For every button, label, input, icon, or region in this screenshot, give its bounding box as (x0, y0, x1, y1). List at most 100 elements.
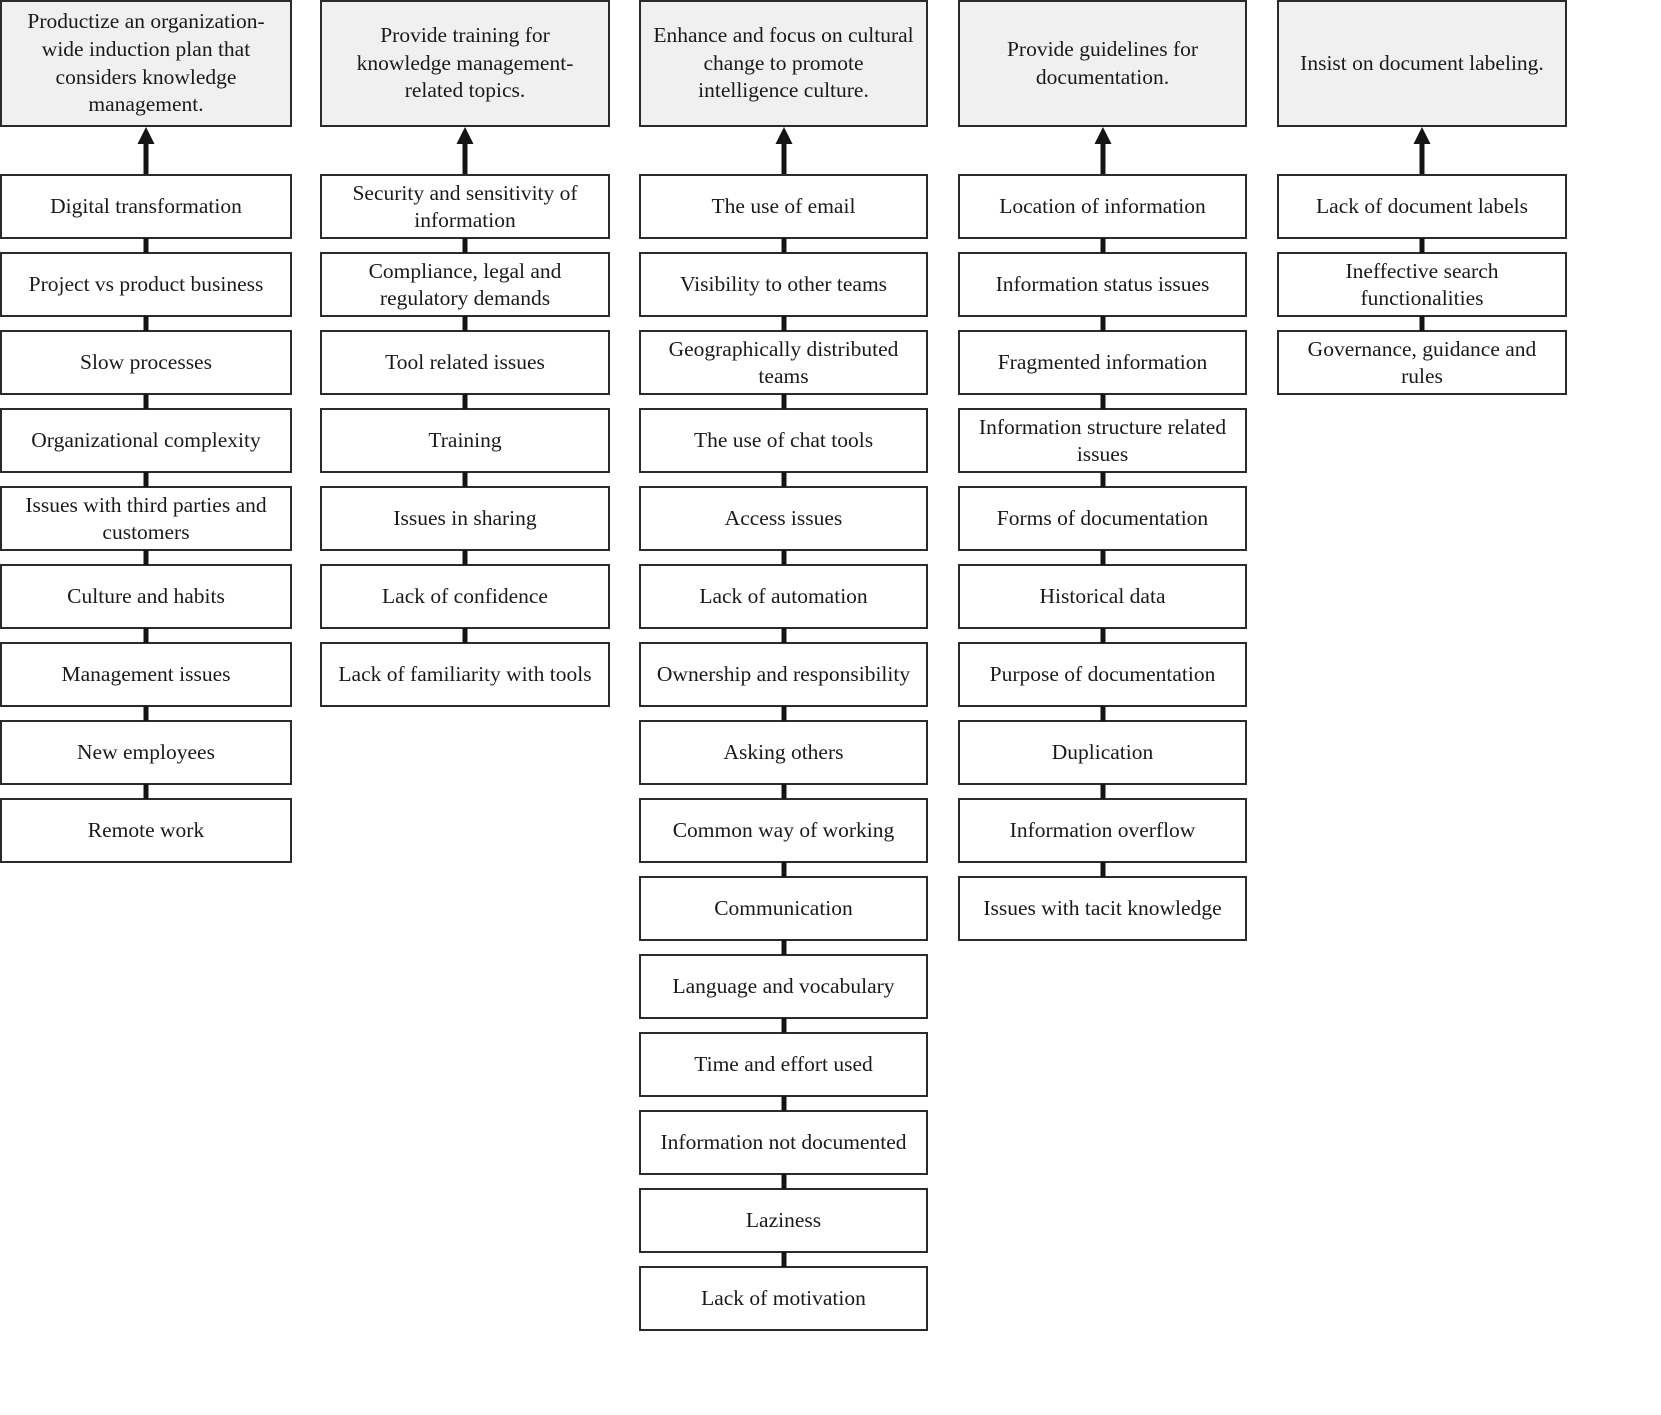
item-box[interactable]: Access issues (639, 486, 928, 551)
item-box[interactable]: Ownership and responsibility (639, 642, 928, 707)
item-box[interactable]: Digital transformation (0, 174, 292, 239)
goal-box-3[interactable]: Enhance and focus on cultural change to … (639, 0, 928, 127)
item-connector-3 (0, 394, 292, 409)
item-box[interactable]: Remote work (0, 798, 292, 863)
goal-box-1[interactable]: Productize an organization-wide inductio… (0, 0, 292, 127)
item-box[interactable]: Management issues (0, 642, 292, 707)
item-label: Lack of document labels (1316, 194, 1528, 219)
goal-arrow-connector (1277, 127, 1567, 174)
item-box[interactable]: Ineffective search functionalities (1277, 252, 1567, 317)
connector-stem-icon (1100, 238, 1105, 253)
item-box[interactable]: Organizational complexity (0, 408, 292, 473)
item-box[interactable]: Information overflow (958, 798, 1247, 863)
item-connector-3 (639, 394, 928, 409)
item-box[interactable]: Slow processes (0, 330, 292, 395)
item-label: Fragmented information (997, 350, 1208, 375)
item-box[interactable]: Culture and habits (0, 564, 292, 629)
item-box[interactable]: Visibility to other teams (639, 252, 928, 317)
arrow-up-icon (1413, 127, 1431, 174)
connector-stem-icon (1100, 862, 1105, 877)
item-connector-2 (958, 316, 1247, 331)
connector-stem-icon (1100, 394, 1105, 409)
item-connector-2 (1277, 316, 1567, 331)
connector-stem-icon (781, 1252, 786, 1267)
item-box[interactable]: Asking others (639, 720, 928, 785)
item-connector-1 (958, 238, 1247, 253)
item-label: Forms of documentation (996, 506, 1209, 531)
item-connector-11 (639, 1018, 928, 1033)
item-connector-4 (320, 472, 610, 487)
item-box[interactable]: Lack of document labels (1277, 174, 1567, 239)
item-box[interactable]: Issues with tacit knowledge (958, 876, 1247, 941)
item-box[interactable]: New employees (0, 720, 292, 785)
item-box[interactable]: Compliance, legal and regulatory demands (320, 252, 610, 317)
connector-stem-icon (781, 706, 786, 721)
item-box[interactable]: Forms of documentation (958, 486, 1247, 551)
item-label: Lack of familiarity with tools (338, 662, 592, 687)
item-box[interactable]: Lack of motivation (639, 1266, 928, 1331)
item-label: Issues with tacit knowledge (983, 896, 1222, 921)
item-box[interactable]: Lack of automation (639, 564, 928, 629)
item-box[interactable]: Information not documented (639, 1110, 928, 1175)
item-label: Digital transformation (50, 194, 242, 219)
item-box[interactable]: Tool related issues (320, 330, 610, 395)
item-connector-4 (639, 472, 928, 487)
connector-stem-icon (1419, 316, 1425, 331)
item-label: Information not documented (660, 1130, 907, 1155)
goal-label: Productize an organization-wide inductio… (27, 8, 265, 117)
goal-box-4[interactable]: Provide guidelines for documentation. (958, 0, 1247, 127)
connector-stem-icon (781, 550, 786, 565)
item-label: Purpose of documentation (989, 662, 1216, 687)
item-box[interactable]: Lack of confidence (320, 564, 610, 629)
item-label: Time and effort used (694, 1052, 873, 1077)
item-connector-5 (0, 550, 292, 565)
item-box[interactable]: Communication (639, 876, 928, 941)
item-label: Lack of confidence (382, 584, 548, 609)
item-box[interactable]: Geographically distributed teams (639, 330, 928, 395)
item-connector-4 (0, 472, 292, 487)
item-box[interactable]: Purpose of documentation (958, 642, 1247, 707)
item-box[interactable]: Laziness (639, 1188, 928, 1253)
arrow-up-icon (1094, 127, 1111, 174)
item-label: Geographically distributed teams (668, 337, 899, 388)
item-label: Compliance, legal and regulatory demands (368, 259, 562, 310)
item-connector-5 (958, 550, 1247, 565)
item-label: Access issues (724, 506, 843, 531)
arrow-up-icon (456, 127, 474, 174)
item-box[interactable]: Training (320, 408, 610, 473)
item-label: Issues with third parties and customers (25, 493, 267, 544)
item-label: The use of chat tools (693, 428, 874, 453)
item-connector-10 (639, 940, 928, 955)
item-box[interactable]: Common way of working (639, 798, 928, 863)
item-box[interactable]: The use of chat tools (639, 408, 928, 473)
item-connector-6 (958, 628, 1247, 643)
item-box[interactable]: Security and sensitivity of information (320, 174, 610, 239)
item-label: Governance, guidance and rules (1307, 337, 1537, 388)
connector-stem-icon (781, 316, 786, 331)
item-box[interactable]: Project vs product business (0, 252, 292, 317)
item-box[interactable]: Governance, guidance and rules (1277, 330, 1567, 395)
item-label: Ineffective search functionalities (1345, 259, 1499, 310)
item-box[interactable]: Lack of familiarity with tools (320, 642, 610, 707)
item-connector-8 (958, 784, 1247, 799)
item-connector-7 (639, 706, 928, 721)
goal-arrow-connector (958, 127, 1247, 174)
item-box[interactable]: Time and effort used (639, 1032, 928, 1097)
goal-box-2[interactable]: Provide training for knowledge managemen… (320, 0, 610, 127)
item-box[interactable]: Duplication (958, 720, 1247, 785)
item-box[interactable]: Historical data (958, 564, 1247, 629)
item-box[interactable]: Issues in sharing (320, 486, 610, 551)
item-box[interactable]: Information status issues (958, 252, 1247, 317)
item-box[interactable]: Language and vocabulary (639, 954, 928, 1019)
item-connector-4 (958, 472, 1247, 487)
goal-box-5[interactable]: Insist on document labeling. (1277, 0, 1567, 127)
item-connector-1 (639, 238, 928, 253)
item-box[interactable]: Information structure related issues (958, 408, 1247, 473)
item-box[interactable]: Issues with third parties and customers (0, 486, 292, 551)
item-box[interactable]: The use of email (639, 174, 928, 239)
connector-stem-icon (1100, 316, 1105, 331)
item-label: New employees (77, 740, 215, 765)
item-box[interactable]: Fragmented information (958, 330, 1247, 395)
item-box[interactable]: Location of information (958, 174, 1247, 239)
